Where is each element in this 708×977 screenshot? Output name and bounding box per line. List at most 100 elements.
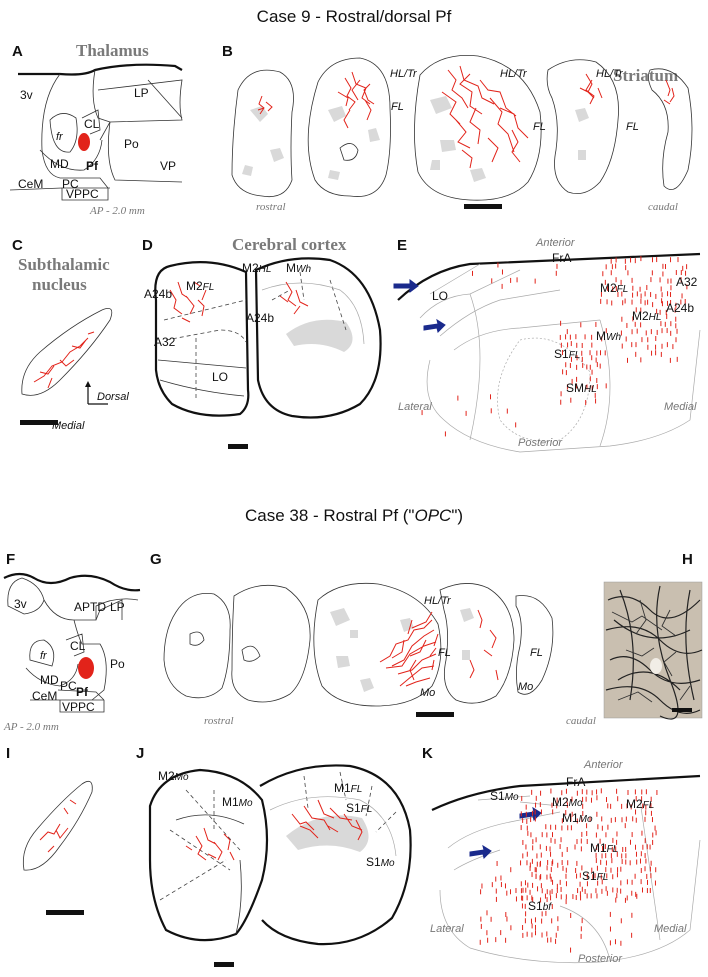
ap-note-a: AP - 2.0 mm (89, 205, 145, 217)
c-medial: Medial (52, 420, 85, 432)
f-pf: Pf (76, 685, 89, 699)
j-m1fl: M1FL (334, 781, 362, 795)
k-medial: Medial (654, 923, 687, 935)
k-m1mo: M1Mo (562, 811, 593, 825)
k-ticks (479, 788, 658, 953)
panel-i-subthalamic (22, 780, 93, 915)
panel-d-cortex-sections: M2HL MWh A24b M2FL A24b A32 LO (144, 257, 382, 449)
panel-label-h: H (682, 551, 693, 568)
k-fra: FrA (566, 775, 585, 789)
panel-label-e: E (397, 237, 407, 254)
b-caudal: caudal (648, 201, 678, 213)
f-lp: LP (110, 600, 125, 614)
heading-subthalamic: Subthalamic (18, 255, 110, 274)
panel-label-f: F (6, 551, 15, 568)
g-rostral: rostral (204, 715, 234, 727)
f-vppc: VPPC (62, 700, 95, 714)
panel-c-subthalamic: Dorsal Medial (20, 307, 129, 432)
k-m2fl: M2FL (626, 797, 654, 811)
e-fra: FrA (552, 251, 571, 265)
panel-g-striatum-sections: HL/Tr FL Mo FL Mo rostral caudal (163, 583, 596, 727)
d-mwh: MWh (286, 261, 311, 275)
heading-cerebral-cortex: Cerebral cortex (232, 235, 347, 254)
ap-note-f: AP - 2.0 mm (3, 721, 59, 733)
d-m2hl: M2HL (242, 261, 271, 275)
panel-label-i: I (6, 745, 10, 762)
label-po: Po (124, 137, 139, 151)
e-mwh: MWh (596, 329, 621, 343)
g-mo1: Mo (420, 687, 435, 699)
case-38-title: Case 38 - Rostral Pf ("OPC") (245, 506, 463, 525)
e-ticks (421, 256, 688, 437)
b2-hltr: HL/Tr (500, 68, 528, 80)
label-cem: CeM (18, 177, 43, 191)
f-3v: 3v (14, 597, 27, 611)
panel-h-micrograph (603, 581, 703, 720)
d-m2fl: M2FL (186, 279, 214, 293)
e-s1fl: S1FL (554, 347, 580, 361)
panel-label-d: D (142, 237, 153, 254)
f-pc: PC (60, 679, 77, 693)
e-a32: A32 (676, 275, 698, 289)
label-lp: LP (134, 86, 149, 100)
heading-striatum: Striatum (613, 66, 678, 85)
d-a24b-left: A24b (144, 287, 172, 301)
b3-hltr: HL/Tr (596, 68, 624, 80)
f-cl: CL (70, 639, 86, 653)
f-cem: CeM (32, 689, 57, 703)
f-po: Po (110, 657, 125, 671)
e-anterior: Anterior (535, 237, 576, 249)
label-fr: fr (56, 131, 64, 143)
e-m2fl: M2FL (600, 281, 628, 295)
label-pc: PC (62, 177, 79, 191)
heading-nucleus: nucleus (32, 275, 87, 294)
e-lateral: Lateral (398, 401, 432, 413)
j-m2mo: M2Mo (158, 769, 189, 783)
e-m2hl: M2HL (632, 309, 661, 323)
g-fl2: FL (530, 647, 543, 659)
label-md: MD (50, 157, 69, 171)
heading-thalamus: Thalamus (76, 41, 149, 60)
g-hltr: HL/Tr (424, 595, 452, 607)
e-lo: LO (432, 289, 448, 303)
panel-label-k: K (422, 745, 433, 762)
j-m1mo: M1Mo (222, 795, 253, 809)
g-caudal: caudal (566, 715, 596, 727)
panel-b-striatum-sections: HL/Tr FL HL/Tr FL HL/Tr FL rostral cauda… (231, 55, 693, 213)
e-medial: Medial (664, 401, 697, 413)
k-posterior: Posterior (578, 953, 623, 965)
f-fr: fr (40, 650, 48, 662)
e-smhl: SMHL (566, 381, 597, 395)
k-s1mo: S1Mo (490, 789, 519, 803)
d-a24b-right: A24b (246, 311, 274, 325)
d-a32: A32 (154, 335, 176, 349)
b1-hltr: HL/Tr (390, 68, 418, 80)
b-rostral: rostral (256, 201, 286, 213)
f-md: MD (40, 673, 59, 687)
k-lateral: Lateral (430, 923, 464, 935)
k-anterior: Anterior (583, 759, 624, 771)
k-s1bf: S1bf (528, 899, 552, 913)
b1-fl: FL (391, 101, 404, 113)
case-9-title: Case 9 - Rostral/dorsal Pf (257, 7, 452, 26)
panel-k-flatmap: Anterior Posterior Lateral Medial FrA S1… (430, 759, 701, 965)
panel-label-b: B (222, 43, 233, 60)
label-cl: CL (84, 117, 100, 131)
label-vp: VP (160, 159, 176, 173)
panel-label-c: C (12, 237, 23, 254)
panel-j-cortex-sections: M2Mo M1Mo M1FL S1FL S1Mo (148, 764, 412, 967)
panel-label-g: G (150, 551, 162, 568)
k-m1fl: M1FL (590, 841, 618, 855)
g-mo2: Mo (518, 681, 533, 693)
c-dorsal: Dorsal (97, 391, 129, 403)
g-fl1: FL (438, 647, 451, 659)
j-s1mo: S1Mo (366, 855, 395, 869)
panel-label-j: J (136, 745, 144, 762)
label-vppc: VPPC (66, 187, 99, 201)
f-aptd: APTD (74, 600, 106, 614)
j-s1fl: S1FL (346, 801, 372, 815)
panel-f-thalamus-diagram: 3v APTD LP CL fr Po MD PC Pf CeM VPPC AP… (3, 572, 141, 733)
panel-label-a: A (12, 43, 23, 60)
b3-fl: FL (626, 121, 639, 133)
